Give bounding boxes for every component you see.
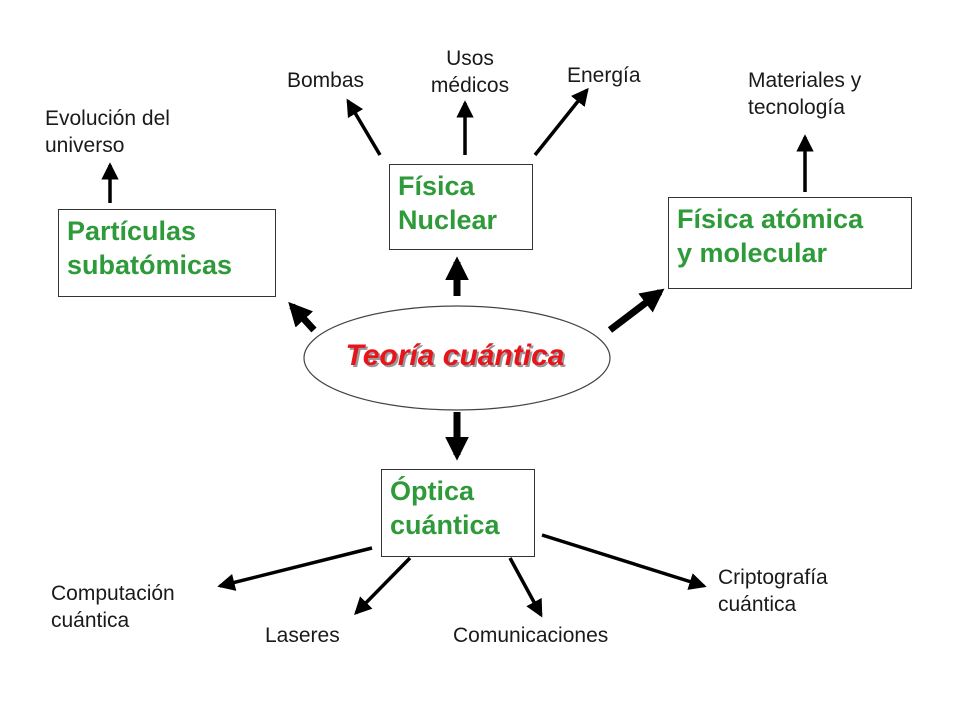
arrow-to-atomic	[607, 288, 665, 333]
label-materials-line2: tecnología	[748, 96, 845, 119]
label-communications: Comunicaciones	[453, 624, 609, 647]
label-computing-line1: Computación	[51, 582, 175, 605]
label-materials-technology: Materiales y tecnología	[748, 67, 861, 121]
label-materials-line1: Materiales y	[748, 69, 862, 92]
box-atomic-molecular-physics: Física atómica y molecular	[668, 197, 912, 289]
label-medical-line1: Usos	[446, 47, 494, 70]
box-subatomic-line1: Partículas	[67, 216, 197, 246]
label-universe-line2: universo	[45, 134, 125, 157]
arrow-to-computing	[217, 546, 373, 591]
box-subatomic-line2: subatómicas	[67, 250, 233, 280]
box-optics-line2: cuántica	[390, 510, 500, 540]
box-atomic-line1: Física atómica	[677, 204, 864, 234]
center-label: Teoría cuántica	[345, 339, 565, 372]
label-medical-uses: Usos médicos	[415, 45, 525, 99]
label-quantum-computing: Computación cuántica	[51, 580, 175, 634]
box-quantum-optics: Óptica cuántica	[381, 469, 535, 557]
label-lasers: Laseres	[265, 624, 340, 647]
arrow-to-lasers	[354, 556, 412, 615]
label-medical-line2: médicos	[430, 74, 510, 97]
box-atomic-line2: y molecular	[677, 238, 828, 268]
box-subatomic-particles: Partículas subatómicas	[58, 209, 276, 297]
label-computing-line2: cuántica	[51, 609, 130, 632]
label-universe-line1: Evolución del	[45, 107, 170, 130]
label-energy: Energía	[567, 64, 641, 87]
arrow-to-subatomic	[288, 301, 317, 333]
arrow-to-bombs	[346, 98, 382, 156]
label-bombs: Bombas	[287, 69, 365, 92]
label-universe-evolution: Evolución del universo	[45, 105, 170, 159]
label-quantum-cryptography: Criptografía cuántica	[718, 564, 828, 618]
box-nuclear-line2: Nuclear	[398, 205, 498, 235]
label-cryptography-line2: cuántica	[718, 593, 797, 616]
label-cryptography-line1: Criptografía	[718, 566, 828, 589]
box-optics-line1: Óptica	[390, 476, 475, 506]
box-nuclear-physics: Física Nuclear	[389, 164, 533, 250]
arrow-to-communications	[508, 557, 543, 618]
arrow-to-energy	[533, 87, 589, 157]
box-nuclear-line1: Física	[398, 171, 475, 201]
arrow-to-cryptography	[541, 533, 707, 590]
center-ellipse	[303, 305, 611, 411]
